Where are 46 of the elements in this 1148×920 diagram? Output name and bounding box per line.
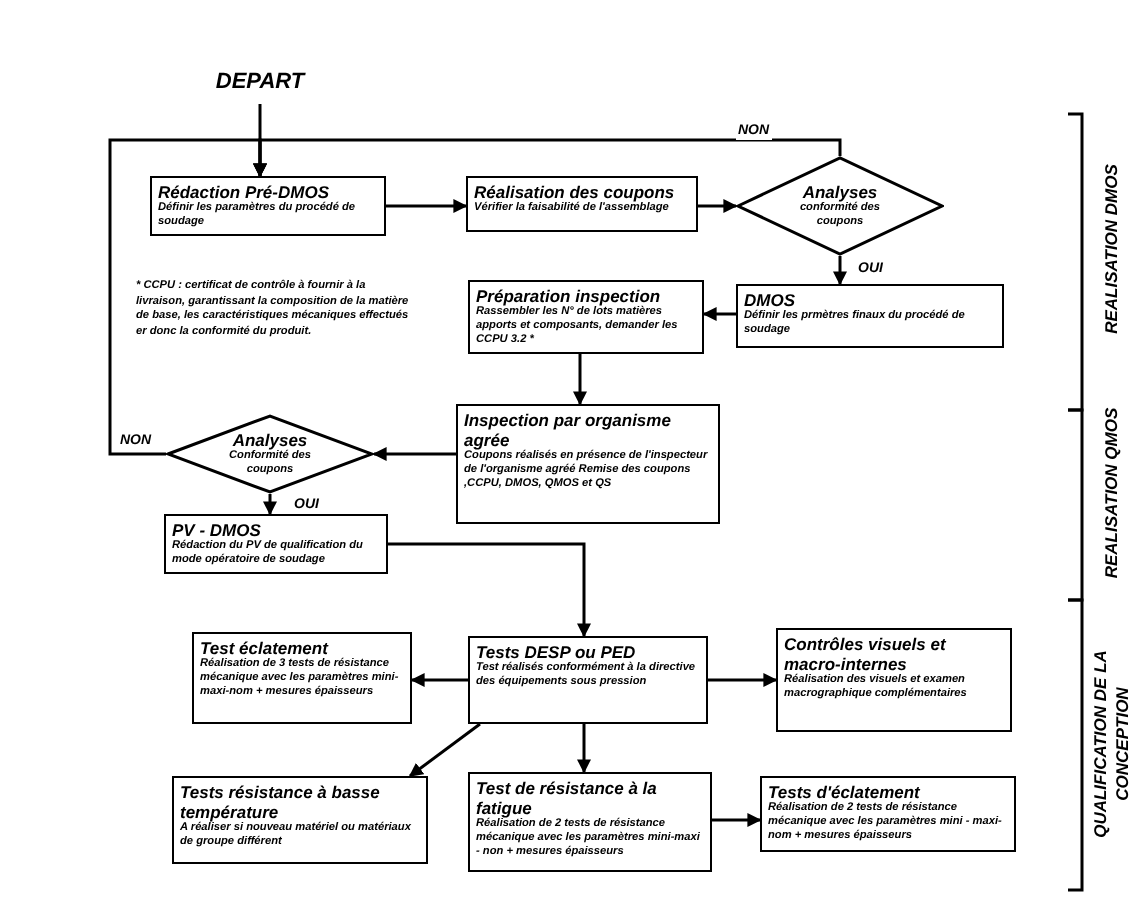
arrow — [833, 256, 847, 286]
arrow — [386, 199, 468, 213]
process-box — [466, 176, 698, 232]
box-title: Analyses — [802, 182, 878, 202]
process-box — [468, 636, 708, 724]
box-title: Préparation inspection — [476, 286, 661, 306]
section-label: QUALIFICATION DE LA CONCEPTION — [1090, 648, 1134, 842]
box-title: Contrôles visuels et macro-internes — [784, 634, 948, 674]
box-title: PV - DMOS — [172, 520, 263, 540]
process-box — [164, 514, 388, 574]
process-box — [736, 284, 1004, 348]
arrow — [708, 673, 778, 687]
arrow — [573, 354, 587, 406]
arrow — [263, 494, 277, 516]
arrow — [577, 724, 591, 774]
process-box — [172, 776, 428, 864]
box-title: Test de résistance à la fatigue — [476, 778, 657, 818]
box-title: Tests DESP ou PED — [476, 642, 638, 662]
box-title: Tests résistance à basse température — [180, 782, 380, 822]
arrow — [408, 722, 481, 778]
arrow — [698, 199, 738, 213]
box-title: Test éclatement — [200, 638, 331, 658]
process-box — [150, 176, 386, 236]
process-box — [468, 280, 704, 354]
arrow — [372, 447, 456, 461]
section-label: REALISATION DMOS — [1101, 162, 1123, 338]
arrow — [702, 307, 736, 321]
arrow — [712, 813, 762, 827]
arrow — [388, 542, 591, 638]
box-title: Analyses — [232, 430, 308, 450]
box-title: Tests d'éclatement — [768, 782, 920, 802]
arrow — [108, 138, 267, 456]
process-box — [456, 404, 720, 524]
box-title: Rédaction Pré-DMOS — [158, 182, 329, 202]
decision-diamond — [166, 414, 374, 494]
process-box — [468, 772, 712, 872]
section-label: REALISATION QMOS — [1101, 405, 1123, 583]
box-title: Inspection par organisme agrée — [464, 410, 673, 450]
process-box — [192, 632, 412, 724]
decision-diamond — [736, 156, 944, 256]
process-box — [776, 628, 1012, 732]
box-title: Réalisation des coupons — [474, 182, 677, 202]
box-title: DMOS — [744, 290, 797, 310]
start-label: DEPART — [213, 68, 308, 96]
arrow — [410, 673, 468, 687]
process-box — [760, 776, 1016, 852]
